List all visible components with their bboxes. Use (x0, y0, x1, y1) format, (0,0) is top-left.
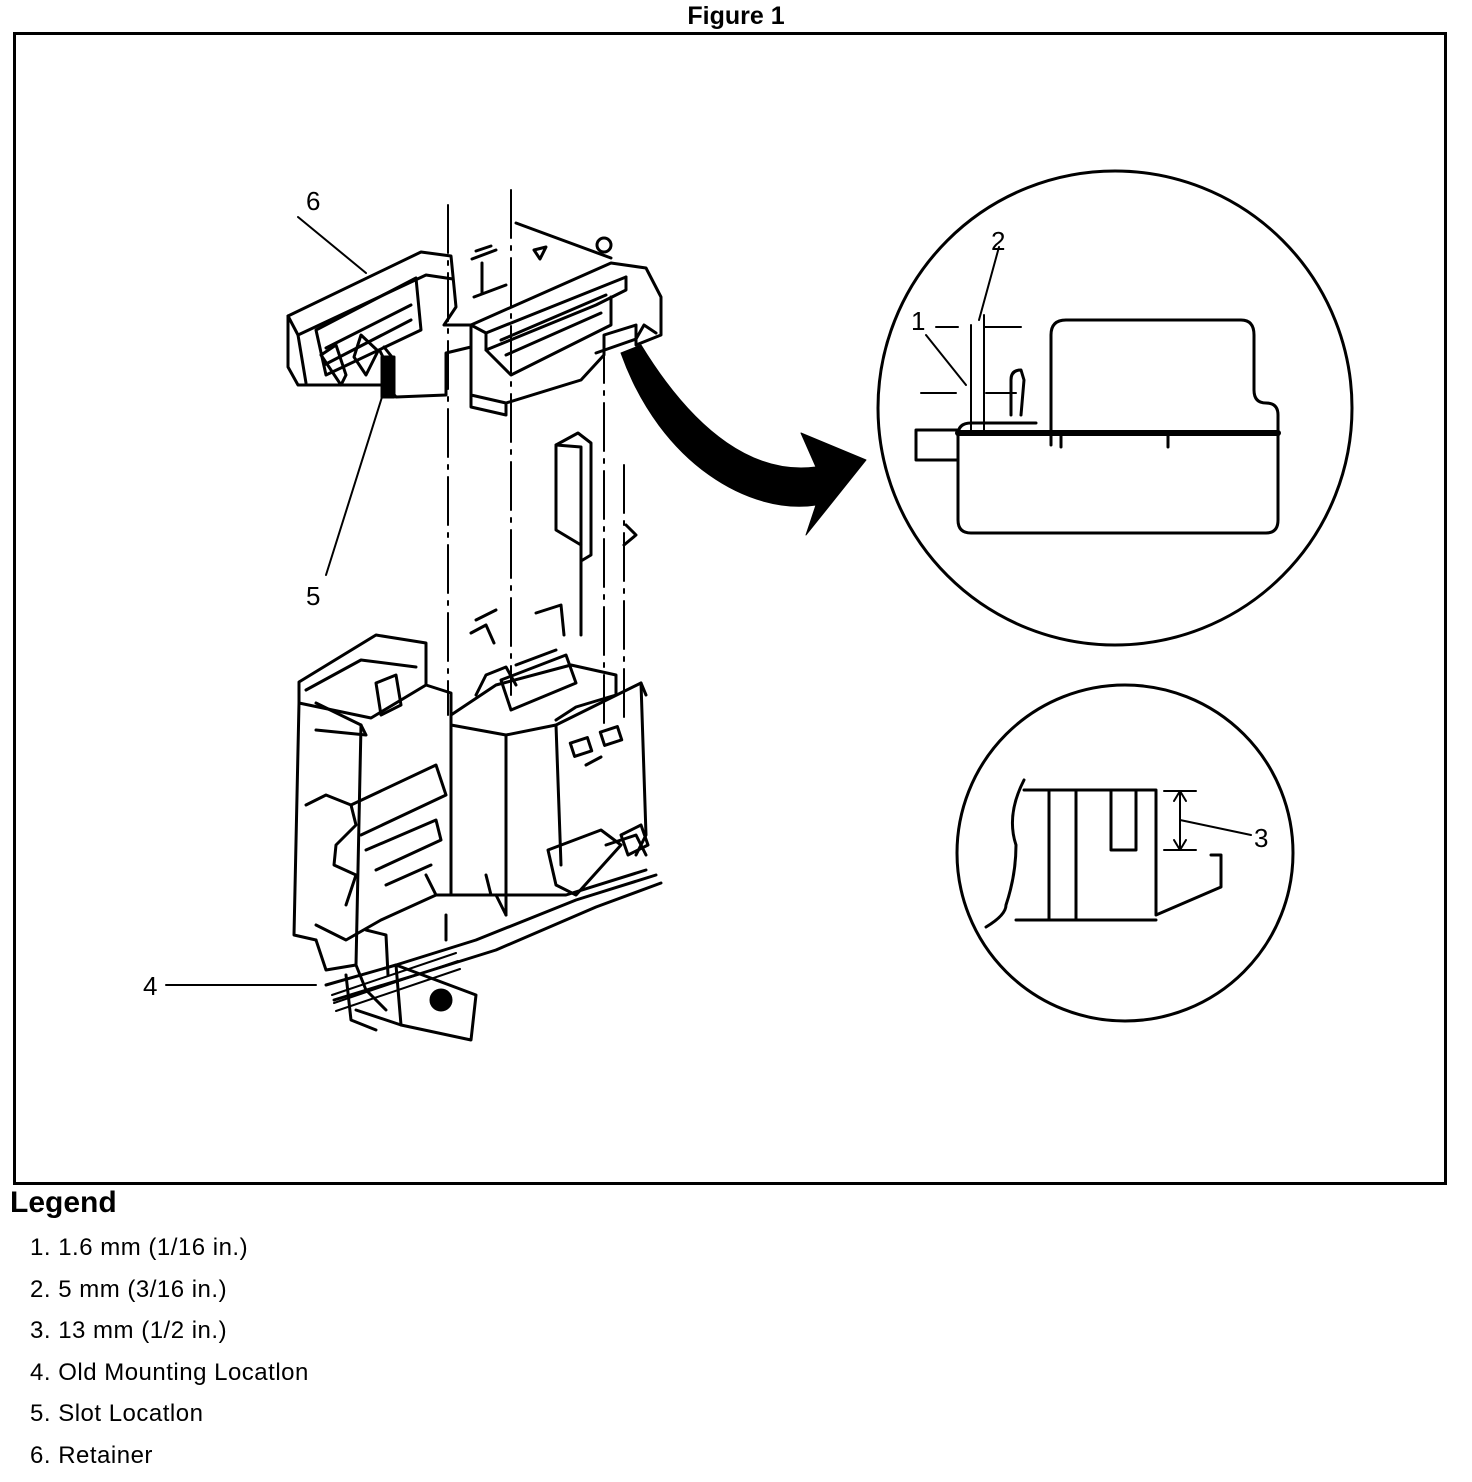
legend-text: 13 mm (1/2 in.) (58, 1317, 228, 1345)
legend-text: Retainer (58, 1441, 153, 1469)
legend-text: 5 mm (3/16 in.) (58, 1275, 228, 1303)
callout-6: 6 (306, 186, 320, 216)
figure-frame: 6 5 4 2 1 3 (13, 32, 1447, 1185)
callout-2: 2 (991, 226, 1005, 256)
legend-number: 5. (30, 1400, 52, 1428)
callout-4: 4 (143, 971, 157, 1001)
curved-arrow-head (620, 344, 867, 536)
leader-5 (325, 396, 383, 576)
legend-item: 1. 1.6 mm (1/16 in.) (30, 1232, 309, 1274)
legend-number: 6. (30, 1441, 52, 1469)
legend-number: 2. (30, 1275, 52, 1303)
callout-3: 3 (1254, 823, 1268, 853)
legend-list: 1. 1.6 mm (1/16 in.) 2. 5 mm (3/16 in.) … (30, 1232, 309, 1482)
legend-number: 3. (30, 1317, 52, 1345)
alignment-lines (447, 189, 625, 726)
legend-item: 3. 13 mm (1/2 in.) (30, 1315, 309, 1357)
leader-6 (297, 216, 367, 274)
retainer-drawing (286, 221, 663, 417)
legend-text: 1.6 mm (1/16 in.) (58, 1234, 249, 1261)
relay-bracket-drawing (292, 431, 663, 1042)
detail-circle-top (876, 169, 1354, 647)
legend-text: Slot Locatlon (58, 1400, 204, 1428)
legend-title: Legend (10, 1186, 117, 1219)
detail-circle-bottom (955, 683, 1295, 1023)
legend-item: 4. Old Mounting Locatlon (30, 1357, 309, 1399)
callout-5: 5 (306, 581, 320, 611)
legend-item: 5. Slot Locatlon (30, 1398, 309, 1440)
callout-1: 1 (911, 306, 925, 336)
legend-item: 6. Retainer (30, 1440, 309, 1482)
legend-text: Old Mounting Locatlon (58, 1358, 309, 1386)
figure-title: Figure 1 (687, 2, 785, 30)
technical-illustration: 6 5 4 2 1 3 (143, 169, 1354, 1042)
legend-number: 4. (30, 1358, 52, 1386)
legend-number: 1. (30, 1234, 52, 1261)
legend-item: 2. 5 mm (3/16 in.) (30, 1274, 309, 1316)
